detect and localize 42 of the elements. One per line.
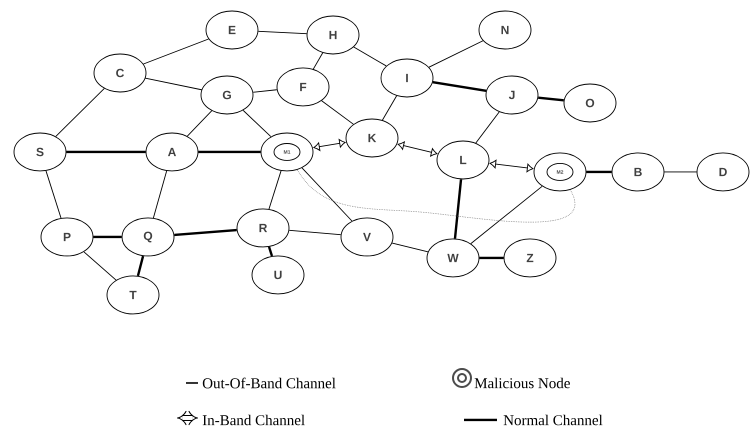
normal-channel-line xyxy=(268,246,274,256)
channel-line xyxy=(252,89,278,93)
normal-channel-line xyxy=(454,179,462,239)
channel-line xyxy=(302,168,352,222)
in-band-arrow xyxy=(313,139,346,151)
normal-channel-line xyxy=(136,256,144,276)
channel-line xyxy=(143,38,209,64)
channel-line xyxy=(382,95,398,121)
legend-text: Out-Of-Band Channel xyxy=(202,378,336,388)
normal-channel-line xyxy=(66,150,146,154)
channel-line xyxy=(470,186,543,244)
channel-line xyxy=(268,170,282,210)
legend-text: In-Band Channel xyxy=(202,414,305,426)
in-band-arrow xyxy=(490,160,534,172)
channel-line xyxy=(353,46,387,66)
channel-line xyxy=(46,170,62,218)
channel-line xyxy=(475,112,500,144)
channel-line xyxy=(186,110,212,137)
channel-line xyxy=(312,52,324,70)
legend-text: Malicious Node xyxy=(474,378,570,388)
legend-text: Normal Channel xyxy=(504,414,602,426)
in-band-arrow xyxy=(398,141,438,157)
normal-channel-line xyxy=(432,80,486,92)
channel-line xyxy=(392,242,428,252)
normal-channel-line xyxy=(93,236,122,238)
malicious-node-circle xyxy=(260,132,314,172)
channel-line xyxy=(145,78,202,90)
normal-channel-line xyxy=(586,170,612,174)
normal-channel-line xyxy=(174,228,237,236)
normal-channel-line xyxy=(538,96,564,102)
channel-line xyxy=(84,251,116,281)
malicious-node-circle xyxy=(534,152,586,192)
channel-line xyxy=(288,230,342,236)
channel-line xyxy=(321,100,354,125)
out-of-band-line xyxy=(296,170,576,222)
channel-line xyxy=(258,30,308,34)
channel-line xyxy=(55,88,105,137)
normal-channel-line xyxy=(479,256,504,260)
channel-line xyxy=(152,170,168,218)
channel-line xyxy=(428,40,484,68)
normal-channel-line xyxy=(198,150,261,154)
channel-line xyxy=(242,110,272,138)
